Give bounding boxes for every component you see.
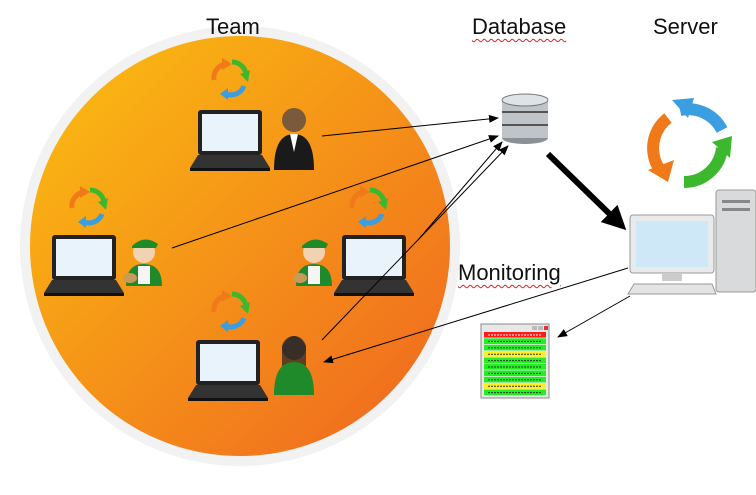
- laptop-icon: [190, 110, 270, 171]
- person-icon: [274, 336, 314, 395]
- team-member-bottom: [188, 290, 314, 401]
- arrow-right-member-to-database: [417, 141, 503, 241]
- arrow-bottom-member-to-database: [321, 145, 509, 341]
- monitoring-window-icon: [480, 323, 550, 399]
- server-recycle-arrows-icon: [647, 98, 732, 189]
- arrow-left-member-to-database: [171, 135, 499, 249]
- arrow-database-to-server: [545, 151, 627, 231]
- arrow-top-member-to-database: [321, 114, 499, 137]
- monitoring-label: Monitoring: [458, 260, 561, 285]
- desktop-computer-icon: [627, 189, 756, 295]
- arrow-server-to-monitoring: [557, 295, 631, 338]
- database-icon: [501, 93, 549, 144]
- team-circle: [30, 36, 450, 456]
- laptop-icon: [334, 235, 414, 296]
- team-member-top: [190, 58, 314, 171]
- person-icon: [274, 108, 314, 170]
- laptop-icon: [44, 235, 124, 296]
- database-label: Database: [472, 14, 567, 39]
- team-label: Team: [206, 14, 260, 39]
- laptop-icon: [188, 340, 268, 401]
- server-label: Server: [653, 14, 718, 39]
- arrow-server-to-team-member: [323, 267, 629, 364]
